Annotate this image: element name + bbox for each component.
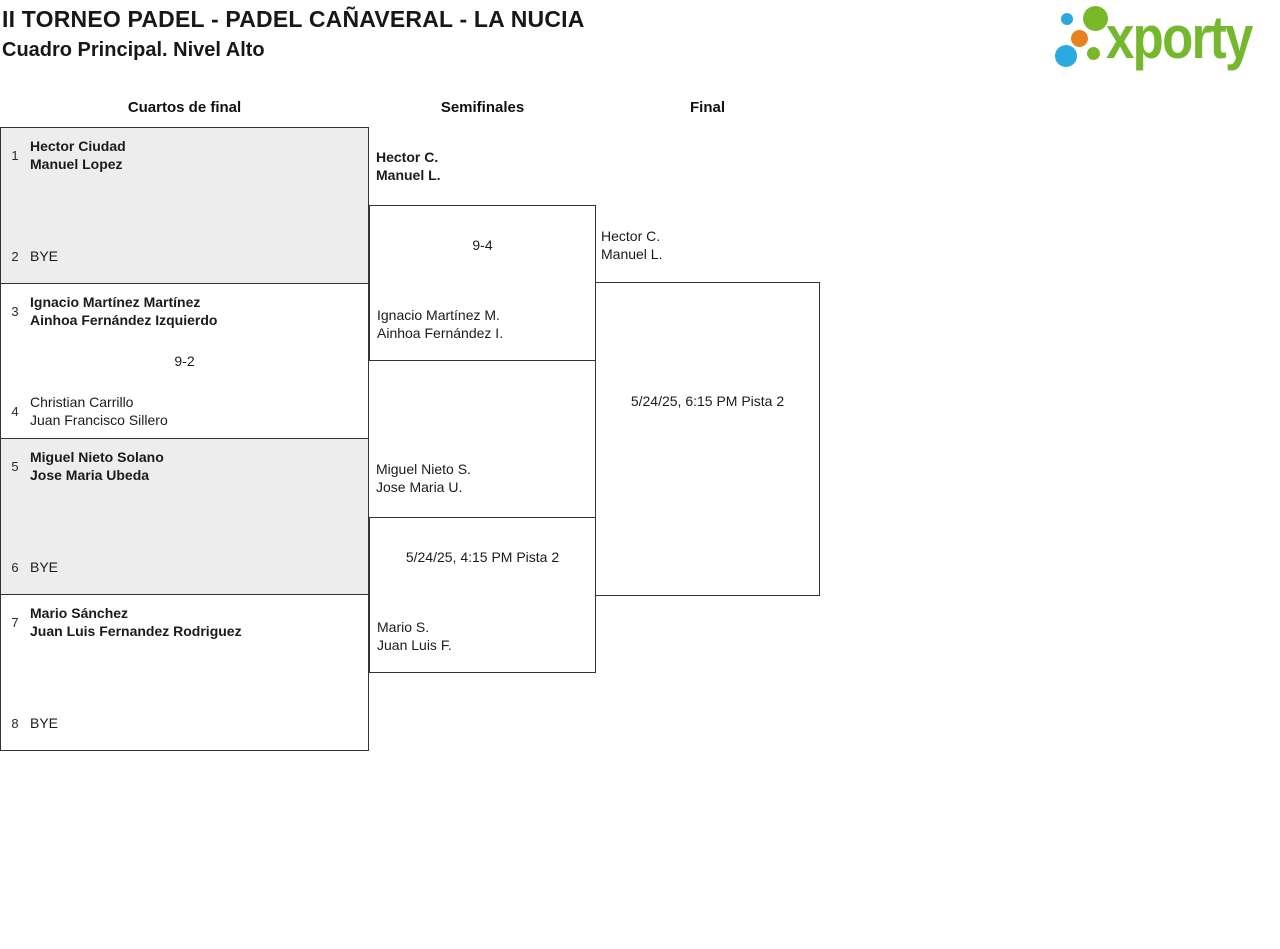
- player-name: Manuel L.: [601, 246, 663, 262]
- seed-number: 4: [11, 403, 19, 419]
- player-name: Manuel Lopez: [30, 156, 123, 172]
- logo-wordmark: xporty: [1106, 4, 1253, 71]
- logo-dot-orange-icon: [1071, 30, 1088, 47]
- team-slot: 1 Hector Ciudad Manuel Lopez: [1, 137, 126, 173]
- player-name: Ignacio Martínez M.: [377, 307, 500, 323]
- xporty-logo[interactable]: xporty: [1048, 0, 1276, 76]
- seed-number: 3: [11, 303, 19, 319]
- team-slot: 8 BYE: [1, 714, 58, 732]
- semifinal-1-bottom-team: Ignacio Martínez M. Ainhoa Fernández I.: [377, 306, 503, 342]
- team-names: BYE: [30, 248, 59, 264]
- match-score: 9-4: [472, 237, 493, 253]
- team-slot: 5 Miguel Nieto Solano Jose Maria Ubeda: [1, 448, 164, 484]
- team-names: Hector Ciudad Manuel Lopez: [30, 137, 126, 173]
- tournament-title: II TORNEO PADEL - PADEL CAÑAVERAL - LA N…: [2, 6, 585, 32]
- quarterfinal-match-1: 1 Hector Ciudad Manuel Lopez 2 BYE: [0, 127, 369, 284]
- team-names: Mario Sánchez Juan Luis Fernandez Rodrig…: [30, 604, 242, 640]
- seed-number: 2: [11, 248, 19, 264]
- player-name: Jose Maria Ubeda: [30, 467, 150, 483]
- seed-number: 1: [11, 147, 19, 163]
- team-names: Christian Carrillo Juan Francisco Siller…: [30, 393, 168, 429]
- seed-number: 8: [11, 715, 19, 731]
- final-match: 5/24/25, 6:15 PM Pista 2: [595, 282, 820, 596]
- player-name: Juan Luis Fernandez Rodriguez: [30, 623, 242, 639]
- team-names: Miguel Nieto Solano Jose Maria Ubeda: [30, 448, 164, 484]
- semifinal-2-top-team: Miguel Nieto S. Jose Maria U.: [376, 460, 471, 496]
- player-name: Juan Francisco Sillero: [30, 412, 168, 428]
- match-schedule: 5/24/25, 4:15 PM Pista 2: [405, 549, 560, 565]
- player-name: Miguel Nieto S.: [376, 461, 471, 477]
- semifinal-match-2: 5/24/25, 4:15 PM Pista 2 Mario S. Juan L…: [369, 517, 596, 673]
- bracket-subtitle: Cuadro Principal. Nivel Alto: [2, 39, 265, 61]
- player-name: Hector C.: [601, 228, 661, 244]
- player-name: Ignacio Martínez Martínez: [30, 294, 201, 310]
- team-names: Ignacio Martínez Martínez Ainhoa Fernánd…: [30, 293, 217, 329]
- logo-dot-green-small-icon: [1087, 47, 1100, 60]
- semifinal-1-top-team: Hector C. Manuel L.: [376, 148, 441, 184]
- quarterfinal-match-3: 5 Miguel Nieto Solano Jose Maria Ubeda 6…: [0, 438, 369, 595]
- quarterfinal-match-4: 7 Mario Sánchez Juan Luis Fernandez Rodr…: [0, 594, 369, 751]
- seed-number: 7: [11, 614, 19, 630]
- seed-number: 5: [11, 458, 19, 474]
- round-header-final: Final: [689, 99, 725, 116]
- player-name: Ainhoa Fernández Izquierdo: [30, 312, 218, 328]
- player-name: Mario Sánchez: [30, 605, 129, 621]
- player-name: Juan Luis F.: [377, 637, 452, 653]
- match-score: 9-2: [174, 353, 195, 369]
- player-name: Ainhoa Fernández I.: [377, 325, 504, 341]
- team-names: BYE: [30, 715, 59, 731]
- team-slot: 3 Ignacio Martínez Martínez Ainhoa Ferná…: [1, 293, 217, 329]
- final-top-team: Hector C. Manuel L.: [601, 227, 662, 263]
- quarterfinal-match-2: 3 Ignacio Martínez Martínez Ainhoa Ferná…: [0, 283, 369, 439]
- semifinal-match-1: 9-4 Ignacio Martínez M. Ainhoa Fernández…: [369, 205, 596, 361]
- team-names: BYE: [30, 559, 59, 575]
- logo-dot-blue-large-icon: [1055, 45, 1077, 67]
- player-name: Jose Maria U.: [376, 479, 463, 495]
- player-name: Hector Ciudad: [30, 138, 126, 154]
- round-header-quarterfinals: Cuartos de final: [127, 99, 242, 116]
- semifinal-2-bottom-team: Mario S. Juan Luis F.: [377, 618, 452, 654]
- player-name: Manuel L.: [376, 167, 441, 183]
- team-slot: 6 BYE: [1, 558, 58, 576]
- team-slot: 2 BYE: [1, 247, 58, 265]
- player-name: Hector C.: [376, 149, 439, 165]
- player-name: Christian Carrillo: [30, 394, 134, 410]
- seed-number: 6: [11, 559, 19, 575]
- player-name: Mario S.: [377, 619, 430, 635]
- player-name: Miguel Nieto Solano: [30, 449, 164, 465]
- logo-dot-blue-small-icon: [1061, 13, 1073, 25]
- team-slot: 7 Mario Sánchez Juan Luis Fernandez Rodr…: [1, 604, 242, 640]
- logo-dot-green-large-icon: [1083, 6, 1108, 31]
- match-schedule: 5/24/25, 6:15 PM Pista 2: [630, 393, 785, 409]
- round-header-semifinals: Semifinales: [440, 99, 525, 116]
- team-slot: 4 Christian Carrillo Juan Francisco Sill…: [1, 393, 168, 429]
